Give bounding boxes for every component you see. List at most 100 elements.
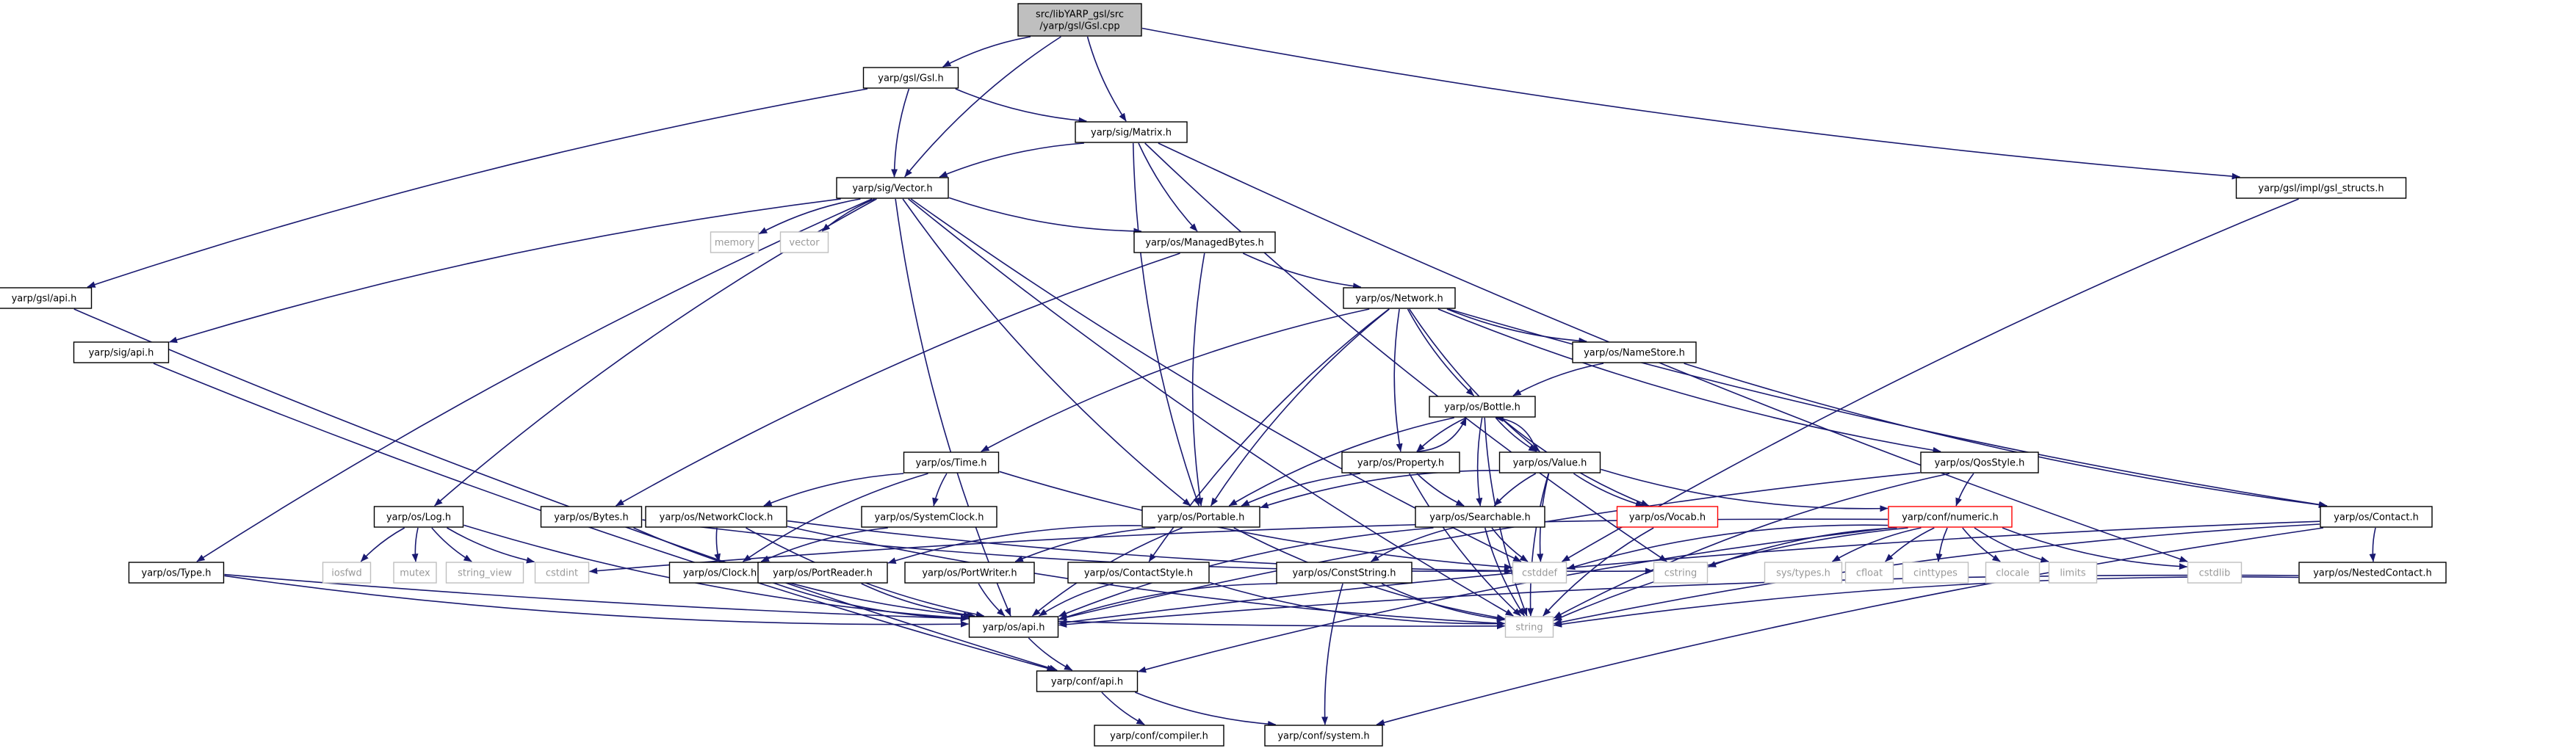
edge-log-to-string_view [431, 527, 472, 562]
node-matrix[interactable]: yarp/sig/Matrix.h [1075, 121, 1188, 143]
edge-nestedcontact-to-os_api [1058, 574, 2299, 628]
node-vocab[interactable]: yarp/os/Vocab.h [1616, 506, 1719, 528]
edge-matrix-to-cstdlib [1158, 142, 2188, 562]
node-property[interactable]: yarp/os/Property.h [1341, 451, 1460, 474]
node-systypes: sys/types.h [1764, 562, 1843, 584]
node-label: iosfwd [331, 568, 362, 579]
node-network[interactable]: yarp/os/Network.h [1343, 287, 1456, 309]
edge-numeric-to-conf_api [1137, 527, 1893, 673]
node-gsl_structs[interactable]: yarp/gsl/impl/gsl_structs.h [2235, 177, 2407, 199]
node-gsl_api[interactable]: yarp/gsl/api.h [0, 287, 93, 309]
node-box [1902, 562, 1969, 584]
edge-namestore-to-contact [1684, 363, 2327, 509]
node-type[interactable]: yarp/os/Type.h [128, 562, 225, 584]
node-searchable[interactable]: yarp/os/Searchable.h [1415, 506, 1545, 528]
node-time[interactable]: yarp/os/Time.h [903, 451, 1000, 474]
node-compiler[interactable]: yarp/conf/compiler.h [1094, 725, 1224, 747]
node-box [1985, 562, 2041, 584]
node-label: yarp/os/Network.h [1355, 294, 1443, 305]
node-systemclock[interactable]: yarp/os/SystemClock.h [861, 506, 997, 528]
node-value[interactable]: yarp/os/Value.h [1498, 451, 1601, 474]
edge-clock-to-os_api [771, 581, 970, 622]
edge-matrix-to-portable [1132, 142, 1200, 507]
node-box [645, 506, 787, 528]
node-bytes[interactable]: yarp/os/Bytes.h [540, 506, 643, 528]
edge-searchable-to-cstddef [1491, 527, 1529, 562]
edge-os_api-to-conf_api [1028, 637, 1073, 671]
node-contactstyle[interactable]: yarp/os/ContactStyle.h [1067, 562, 1210, 584]
node-box [903, 451, 1000, 474]
edge-matrix-to-cstring [1144, 142, 1667, 562]
node-box [1653, 562, 1709, 584]
node-label: yarp/os/Property.h [1357, 458, 1444, 469]
node-box [1276, 562, 1413, 584]
edge-gsl_h-to-vector [891, 88, 910, 178]
node-numeric[interactable]: yarp/conf/numeric.h [1888, 506, 2013, 528]
node-namestore[interactable]: yarp/os/NameStore.h [1572, 341, 1697, 363]
node-label: cinttypes [1913, 568, 1958, 579]
node-sig_api[interactable]: yarp/sig/api.h [73, 341, 170, 363]
node-box [0, 287, 93, 309]
node-cstdint: cstdint [534, 562, 590, 584]
node-box [1343, 287, 1456, 309]
node-system[interactable]: yarp/conf/system.h [1264, 725, 1383, 747]
edge-property-to-portable [1241, 473, 1360, 507]
node-networkclock[interactable]: yarp/os/NetworkClock.h [645, 506, 787, 528]
node-label: yarp/sig/Matrix.h [1091, 128, 1172, 139]
node-string: string [1504, 616, 1554, 638]
node-label: yarp/os/PortReader.h [773, 568, 873, 579]
node-conf_api[interactable]: yarp/conf/api.h [1036, 670, 1139, 692]
edge-root-to-gsl_structs [1141, 27, 2240, 180]
node-conststring[interactable]: yarp/os/ConstString.h [1276, 562, 1413, 584]
node-qosstyle[interactable]: yarp/os/QosStyle.h [1920, 451, 2039, 474]
node-vectorstd: vector [779, 231, 829, 253]
node-label: src/libYARP_gsl/src [1036, 10, 1124, 21]
edge-time-to-clock [743, 473, 928, 562]
edge-value-to-portable [1260, 469, 1499, 509]
node-contact[interactable]: yarp/os/Contact.h [2320, 506, 2433, 528]
node-portwriter[interactable]: yarp/os/PortWriter.h [904, 562, 1035, 584]
node-nestedcontact[interactable]: yarp/os/NestedContact.h [2298, 562, 2447, 584]
node-label: cstddef [1522, 568, 1558, 579]
node-mutex: mutex [393, 562, 437, 584]
node-box [1616, 506, 1719, 528]
node-managedbytes[interactable]: yarp/os/ManagedBytes.h [1133, 231, 1276, 253]
node-gsl_h[interactable]: yarp/gsl/Gsl.h [862, 67, 959, 89]
node-box [1341, 451, 1460, 474]
edge-type-to-os_api [224, 575, 970, 628]
node-box [373, 506, 464, 528]
node-vector[interactable]: yarp/sig/Vector.h [836, 177, 949, 199]
node-string_view: string_view [445, 562, 524, 584]
node-log[interactable]: yarp/os/Log.h [373, 506, 464, 528]
edge-vector-to-os_api [895, 198, 1011, 617]
node-label: cstring [1664, 568, 1697, 579]
node-bottle[interactable]: yarp/os/Bottle.h [1429, 396, 1536, 418]
dependency-edges [73, 27, 2376, 728]
edge-network-to-portable [1210, 308, 1390, 507]
node-box [1498, 451, 1601, 474]
node-label: cfloat [1856, 568, 1883, 579]
node-label: yarp/os/PortWriter.h [922, 568, 1017, 579]
node-portreader[interactable]: yarp/os/PortReader.h [757, 562, 888, 584]
edge-vocab-to-string [1543, 527, 1654, 617]
node-box [710, 231, 760, 253]
edge-networkclock-to-string [787, 526, 1506, 627]
edge-matrix-to-managedbytes [1138, 142, 1198, 232]
node-root[interactable]: src/libYARP_gsl/src/yarp/gsl/Gsl.cpp [1017, 3, 1142, 37]
node-box [1133, 231, 1276, 253]
node-label: mutex [400, 568, 430, 579]
edge-bottle-to-property [1416, 417, 1467, 452]
edge-time-to-networkclock [763, 473, 904, 507]
node-portable[interactable]: yarp/os/Portable.h [1141, 506, 1260, 528]
edge-contact-to-os_api [1058, 520, 2320, 626]
node-os_api[interactable]: yarp/os/api.h [968, 616, 1059, 638]
edge-conf_api-to-system [1135, 692, 1277, 728]
node-box [1504, 616, 1554, 638]
edge-qosstyle-to-numeric [1955, 473, 1974, 507]
edge-gsl_h-to-gsl_api [87, 88, 868, 288]
node-box [1888, 506, 2013, 528]
node-box [1512, 562, 1567, 584]
node-clock[interactable]: yarp/os/Clock.h [668, 562, 771, 584]
node-box [1067, 562, 1210, 584]
edge-time-to-systemclock [932, 473, 948, 507]
